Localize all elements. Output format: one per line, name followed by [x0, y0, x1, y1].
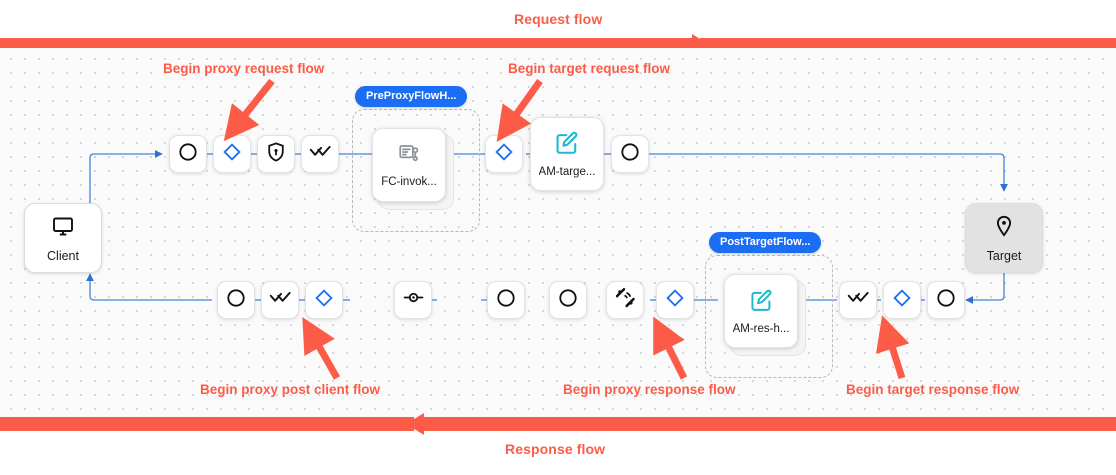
- card-stack-fc-invoke: FC-invok...: [372, 128, 454, 210]
- annotation-begin-target-response-flow: Begin target response flow: [846, 382, 1020, 397]
- link-node-icon: [402, 286, 425, 314]
- node-target-response-flow[interactable]: [883, 281, 921, 319]
- annotation-begin-target-request-flow: Begin target request flow: [508, 61, 671, 76]
- circle-icon: [495, 287, 517, 314]
- card-fc-invoke[interactable]: FC-invok...: [372, 128, 446, 202]
- edit-square-icon: [554, 130, 580, 161]
- circle-icon: [177, 141, 199, 168]
- node-verify-policy[interactable]: [301, 135, 339, 173]
- annotation-begin-proxy-response-flow: Begin proxy response flow: [563, 382, 736, 397]
- node-response-mid-b[interactable]: [549, 281, 587, 319]
- card-stack-am-res-hook: AM-res-h...: [724, 274, 806, 356]
- response-flow-bar: [0, 413, 1116, 435]
- group-pre-proxy-flow-hook-badge[interactable]: PreProxyFlowH...: [355, 86, 468, 107]
- node-target-request-end[interactable]: [611, 135, 649, 173]
- node-post-client-verify[interactable]: [261, 281, 299, 319]
- endpoint-client[interactable]: Client: [24, 203, 102, 273]
- node-proxy-request-flow[interactable]: [213, 135, 251, 173]
- shield-lock-icon: [265, 141, 287, 168]
- endpoint-client-label: Client: [47, 248, 79, 263]
- diagram-canvas[interactable]: Client Target: [0, 48, 1116, 418]
- diamond-icon: [221, 141, 243, 168]
- endpoint-target[interactable]: Target: [965, 203, 1043, 273]
- double-check-icon: [309, 140, 332, 168]
- circle-icon: [935, 287, 957, 314]
- double-check-icon: [269, 286, 292, 314]
- annotation-arrows: [223, 78, 910, 380]
- diamond-icon: [493, 141, 515, 168]
- script-task-icon: [397, 142, 421, 171]
- circle-icon: [619, 141, 641, 168]
- node-am-target-label: AM-targe...: [538, 166, 596, 178]
- annotation-begin-proxy-post-client-flow: Begin proxy post client flow: [200, 382, 381, 397]
- node-response-mid-a[interactable]: [487, 281, 525, 319]
- node-am-target-modify[interactable]: AM-targe...: [530, 117, 604, 191]
- node-security-policy[interactable]: [257, 135, 295, 173]
- card-am-res-hook-label: AM-res-h...: [732, 322, 790, 335]
- node-target-response-verify[interactable]: [839, 281, 877, 319]
- endpoint-target-label: Target: [986, 248, 1022, 263]
- node-target-response-end[interactable]: [927, 281, 965, 319]
- group-post-target-flow-badge[interactable]: PostTargetFlow...: [709, 232, 822, 253]
- diamond-icon: [313, 287, 335, 314]
- node-message-logging[interactable]: [606, 281, 644, 319]
- node-proxy-request-start[interactable]: [169, 135, 207, 173]
- card-am-res-hook[interactable]: AM-res-h...: [724, 274, 798, 348]
- broadcast-icon: [614, 286, 637, 314]
- node-proxy-post-client-flow[interactable]: [305, 281, 343, 319]
- monitor-icon: [51, 214, 75, 243]
- circle-icon: [557, 287, 579, 314]
- double-check-icon: [847, 286, 870, 314]
- location-pin-icon: [992, 214, 1016, 243]
- response-flow-label: Response flow: [505, 441, 606, 457]
- diamond-icon: [891, 287, 913, 314]
- edit-square-icon: [749, 288, 774, 318]
- node-post-client-start[interactable]: [217, 281, 255, 319]
- connector-edges: [86, 150, 1008, 304]
- card-fc-invoke-label: FC-invok...: [381, 176, 437, 188]
- circle-icon: [225, 287, 247, 314]
- request-flow-label: Request flow: [514, 11, 603, 27]
- group-post-target-flow[interactable]: [705, 255, 833, 378]
- diamond-icon: [664, 287, 686, 314]
- node-proxy-response-flow[interactable]: [656, 281, 694, 319]
- annotation-begin-proxy-request-flow: Begin proxy request flow: [163, 61, 325, 76]
- node-connector[interactable]: [394, 281, 432, 319]
- group-pre-proxy-flow-hook[interactable]: [352, 109, 480, 232]
- node-target-request-flow[interactable]: [485, 135, 523, 173]
